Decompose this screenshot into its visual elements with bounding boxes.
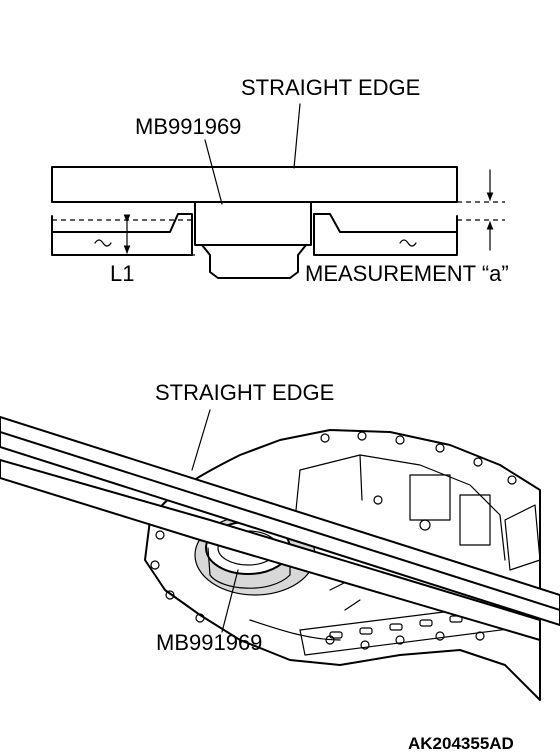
left-housing [51,213,193,256]
measurement-label: MEASUREMENT “a” [305,261,509,286]
top-tool-label: MB991969 [135,114,242,139]
figure-code: AK204355AD [408,734,514,753]
bottom-straight-edge-label: STRAIGHT EDGE [155,380,335,405]
top-cross-section [51,103,505,279]
bottom-perspective [0,409,560,701]
bottom-tool-label: MB991969 [156,630,263,655]
top-straight-edge-label: STRAIGHT EDGE [241,75,421,100]
bearing-part [201,244,307,279]
l1-label: L1 [110,261,135,286]
top-straight-edge-bar [51,166,458,203]
right-housing [313,213,458,256]
tool-mb991969 [194,201,312,246]
